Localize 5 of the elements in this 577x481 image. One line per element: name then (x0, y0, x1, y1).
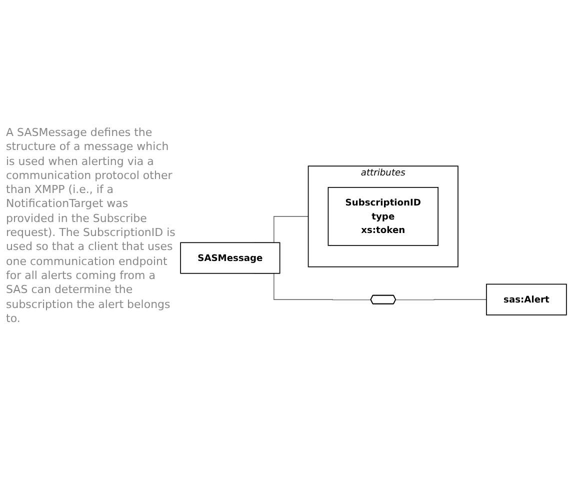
node-box: SASMessage (180, 242, 280, 274)
connector (396, 299, 487, 300)
node-box: SubscriptionID type xs:token (328, 186, 438, 246)
node-box: sas:Alert (486, 284, 567, 316)
description-text: A SASMessage defines the structure of a message which is used when alerting via a communication protocol other than XMPP (i.e., if a NotificationTarget was provided in the Subscribe request). The SubscriptionID is used so that a client that uses one communication endpoint for all alerts coming from a SAS can determine the subscription the alert belongs to. (6, 126, 176, 326)
